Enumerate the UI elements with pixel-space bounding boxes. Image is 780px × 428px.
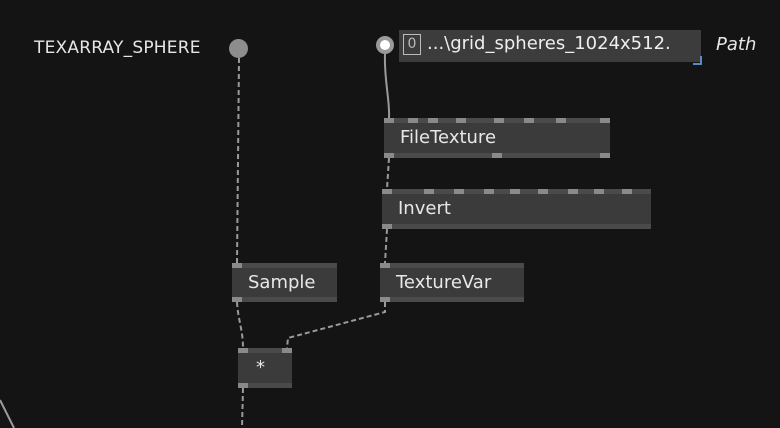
input-pin[interactable] <box>484 189 494 194</box>
iobox-output-pin[interactable] <box>229 39 248 58</box>
input-pin[interactable] <box>384 118 394 123</box>
link-multiply-output[interactable] <box>241 387 244 428</box>
output-pin[interactable] <box>232 297 242 302</box>
path-pin-label: Path <box>716 34 757 55</box>
input-pin[interactable] <box>494 118 504 123</box>
input-pin[interactable] <box>424 189 434 194</box>
node-header-bar <box>380 263 524 268</box>
input-pin[interactable] <box>408 118 418 123</box>
link-offscreen-left[interactable] <box>0 399 15 428</box>
input-pin[interactable] <box>594 189 604 194</box>
link-texturevar-to-multiply[interactable] <box>286 302 386 349</box>
node-footer-bar <box>232 297 337 302</box>
input-pin[interactable] <box>600 118 610 123</box>
node-header-bar <box>232 263 337 268</box>
input-pin[interactable] <box>238 348 248 353</box>
node-invert[interactable]: Invert <box>382 189 651 229</box>
path-value[interactable]: ...\grid_spheres_1024x512. <box>427 33 671 54</box>
link-sample-to-multiply[interactable] <box>236 301 244 349</box>
input-pin[interactable] <box>282 348 292 353</box>
resize-corner-icon[interactable] <box>693 56 702 65</box>
link-filetexture-to-invert[interactable] <box>386 157 390 190</box>
node-multiply[interactable]: * <box>238 348 292 388</box>
input-pin[interactable] <box>456 118 466 123</box>
input-pin[interactable] <box>568 189 578 194</box>
node-footer-bar <box>238 383 292 388</box>
node-texturevar[interactable]: TextureVar <box>380 263 524 302</box>
node-title: Invert <box>398 198 451 219</box>
output-pin[interactable] <box>238 383 248 388</box>
input-pin[interactable] <box>382 189 392 194</box>
path-iobox[interactable]: 0 ...\grid_spheres_1024x512. <box>399 30 702 65</box>
input-pin[interactable] <box>556 118 566 123</box>
node-footer-bar <box>382 224 651 229</box>
node-title: Sample <box>248 272 316 293</box>
node-footer-bar <box>380 297 524 302</box>
output-pin[interactable] <box>380 297 390 302</box>
input-pin[interactable] <box>454 189 464 194</box>
input-pin[interactable] <box>232 263 242 268</box>
link-path-to-filetexture[interactable] <box>383 53 391 119</box>
link-invert-to-texturevar[interactable] <box>384 228 388 264</box>
iobox-texarray-sphere-label: TEXARRAY_SPHERE <box>34 38 201 58</box>
node-title: * <box>256 357 265 378</box>
node-filetexture[interactable]: FileTexture <box>384 118 610 158</box>
input-pin[interactable] <box>622 189 632 194</box>
input-pin[interactable] <box>524 118 534 123</box>
output-pin[interactable] <box>492 153 502 158</box>
node-title: TextureVar <box>396 272 492 293</box>
node-title: FileTexture <box>400 127 497 148</box>
output-pin[interactable] <box>384 153 394 158</box>
node-header-bar <box>238 348 292 353</box>
slice-index-badge: 0 <box>403 34 421 55</box>
output-pin[interactable] <box>382 224 392 229</box>
output-pin[interactable] <box>600 153 610 158</box>
node-sample[interactable]: Sample <box>232 263 337 302</box>
input-pin[interactable] <box>510 189 520 194</box>
input-pin[interactable] <box>380 263 390 268</box>
input-pin[interactable] <box>538 189 548 194</box>
path-output-pin[interactable] <box>376 36 394 54</box>
link-texarray-to-sample[interactable] <box>236 57 240 264</box>
input-pin[interactable] <box>428 118 438 123</box>
